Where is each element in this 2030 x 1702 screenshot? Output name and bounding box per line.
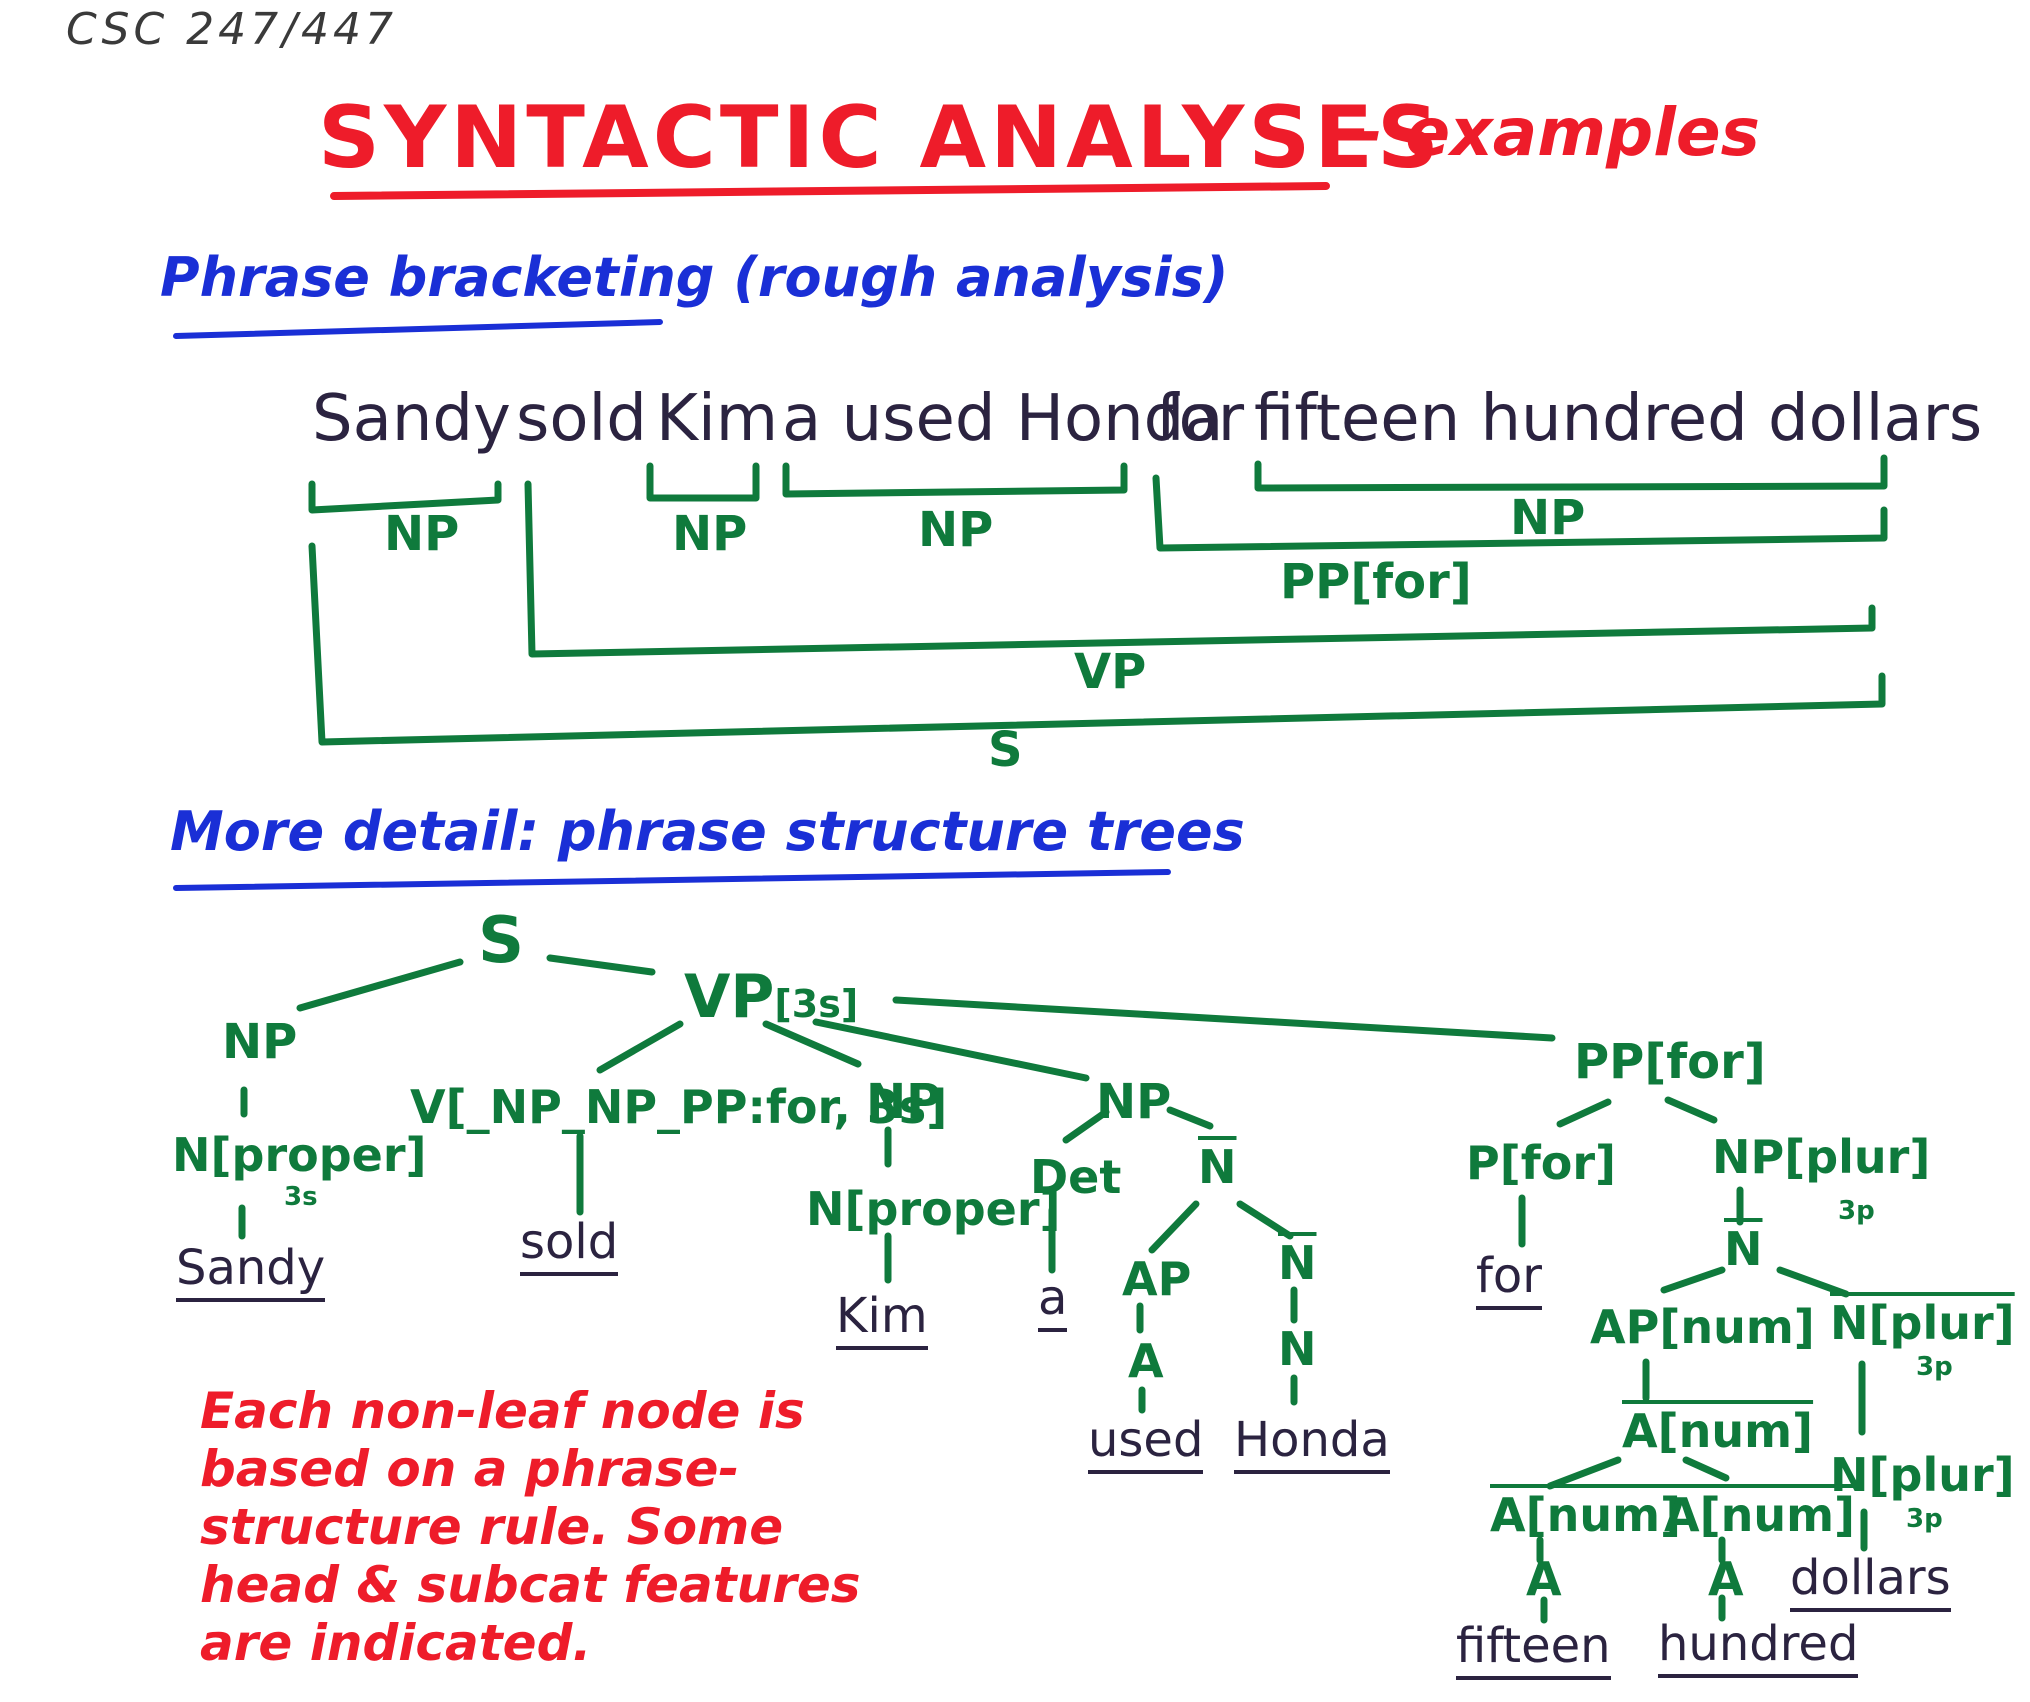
- tree-node-n-plur-feature: 3p: [1906, 1504, 1943, 1534]
- tree-node-n-proper-subj: N[proper]: [172, 1128, 427, 1182]
- tree-leaf-kim: Kim: [836, 1288, 928, 1350]
- tree-node-a-1: A: [1128, 1334, 1164, 1388]
- tree-node-ap-num: AP[num]: [1590, 1300, 1815, 1354]
- course-number: CSC 247/447: [66, 4, 397, 55]
- tree-node-nbar-plur-feature: 3p: [1916, 1352, 1953, 1382]
- page-title: SYNTACTIC ANALYSES: [318, 88, 1443, 188]
- section-heading-bracketing: Phrase bracketing (rough analysis): [160, 246, 1229, 309]
- bracket-label-np-sandy: NP: [384, 506, 460, 562]
- tree-node-a-2: A: [1526, 1552, 1562, 1606]
- tree-node-nbar-3: N: [1724, 1222, 1763, 1276]
- tree-node-np-obj1: NP: [866, 1074, 942, 1130]
- tree-node-abar-num-right: A[num]: [1664, 1488, 1856, 1542]
- tree-node-vp-label: VP: [684, 962, 775, 1032]
- tree-node-abar-num: A[num]: [1622, 1404, 1814, 1458]
- tree-node-n-1: N: [1278, 1322, 1317, 1376]
- tree-node-n-proper-obj1: N[proper]: [806, 1182, 1061, 1236]
- tree-node-ap-1: AP: [1122, 1252, 1192, 1306]
- tree-node-abar-num-left: A[num]: [1490, 1488, 1682, 1542]
- tree-leaf-for: for: [1476, 1248, 1542, 1310]
- tree-node-np-subj: NP: [222, 1014, 298, 1070]
- word-fifteen-hundred-dollars: fifteen hundred dollars: [1254, 382, 1983, 456]
- tree-leaf-sandy: Sandy: [176, 1240, 326, 1302]
- tree-leaf-honda: Honda: [1234, 1412, 1390, 1474]
- tree-leaf-used: used: [1088, 1412, 1204, 1474]
- bracket-label-np-dollars: NP: [1510, 490, 1586, 546]
- tree-node-np-plur: NP[plur]: [1712, 1130, 1931, 1184]
- tree-node-v: V[_NP_NP_PP:for, 3s]: [410, 1080, 948, 1134]
- word-kim: Kim: [656, 382, 779, 456]
- tree-node-nbar-1: N: [1198, 1140, 1237, 1194]
- bracket-label-np-honda: NP: [918, 502, 994, 558]
- tree-node-nbar-plur: N[plur]: [1830, 1296, 2015, 1350]
- word-sold: sold: [516, 382, 647, 456]
- bracket-label-vp: VP: [1074, 644, 1147, 700]
- tree-node-np-obj2: NP: [1096, 1074, 1172, 1130]
- tree-leaf-fifteen: fifteen: [1456, 1618, 1611, 1680]
- tree-node-s: S: [478, 904, 525, 978]
- tree-leaf-a: a: [1038, 1270, 1068, 1332]
- bracket-label-np-kim: NP: [672, 506, 748, 562]
- explanatory-note: Each non-leaf node is based on a phrase-…: [200, 1382, 861, 1672]
- tree-node-pp: PP[for]: [1574, 1034, 1766, 1090]
- tree-node-a-3: A: [1708, 1552, 1744, 1606]
- tree-leaf-dollars: dollars: [1790, 1550, 1951, 1612]
- word-sandy: Sandy: [312, 382, 511, 456]
- tree-leaf-hundred: hundred: [1658, 1616, 1859, 1678]
- section-heading-trees: More detail: phrase structure trees: [170, 800, 1245, 863]
- tree-leaf-sold: sold: [520, 1214, 619, 1276]
- tree-node-n-proper-subj-feature: 3s: [284, 1182, 318, 1212]
- word-a-used-honda: a used Honda: [782, 382, 1224, 456]
- tree-node-vp-feature: [3s]: [774, 982, 859, 1026]
- tree-node-vp: VP[3s]: [684, 962, 858, 1032]
- bracket-label-pp: PP[for]: [1280, 554, 1472, 610]
- page-subtitle: - examples: [1355, 94, 1760, 171]
- bracket-label-s: S: [988, 722, 1023, 778]
- tree-node-np-plur-feature: 3p: [1838, 1196, 1875, 1226]
- tree-node-n-plur: N[plur]: [1830, 1448, 2015, 1502]
- tree-node-p: P[for]: [1466, 1136, 1617, 1190]
- word-for: for: [1156, 382, 1244, 456]
- tree-node-nbar-2: N: [1278, 1236, 1317, 1290]
- tree-node-det: Det: [1030, 1150, 1122, 1204]
